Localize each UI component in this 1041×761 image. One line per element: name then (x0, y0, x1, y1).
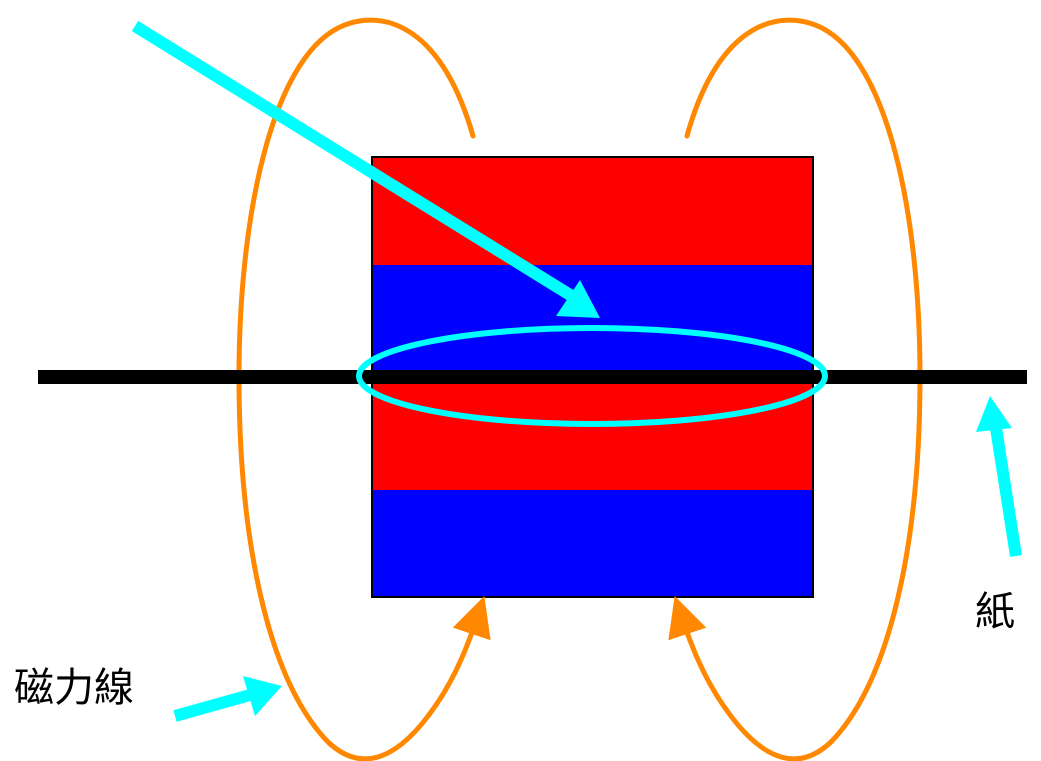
field-line-right (668, 17, 923, 761)
field-lines-label: 磁力線 (14, 665, 134, 711)
magnet-stripe-red-lower (372, 377, 813, 490)
field-lines (236, 17, 923, 761)
pointer-arrow-to-paper (976, 396, 1022, 557)
pointer-arrows (131, 20, 1022, 722)
paper-label: 紙 (975, 589, 1015, 635)
highlight-ellipse (356, 325, 828, 427)
pointer-arrow-to-interface (131, 20, 600, 318)
magnet-stripe-blue-upper (372, 265, 813, 377)
magnet-stripe-blue-bottom (372, 490, 813, 597)
field-line-left (236, 17, 491, 761)
pointer-arrow-to-field-line (173, 676, 282, 722)
